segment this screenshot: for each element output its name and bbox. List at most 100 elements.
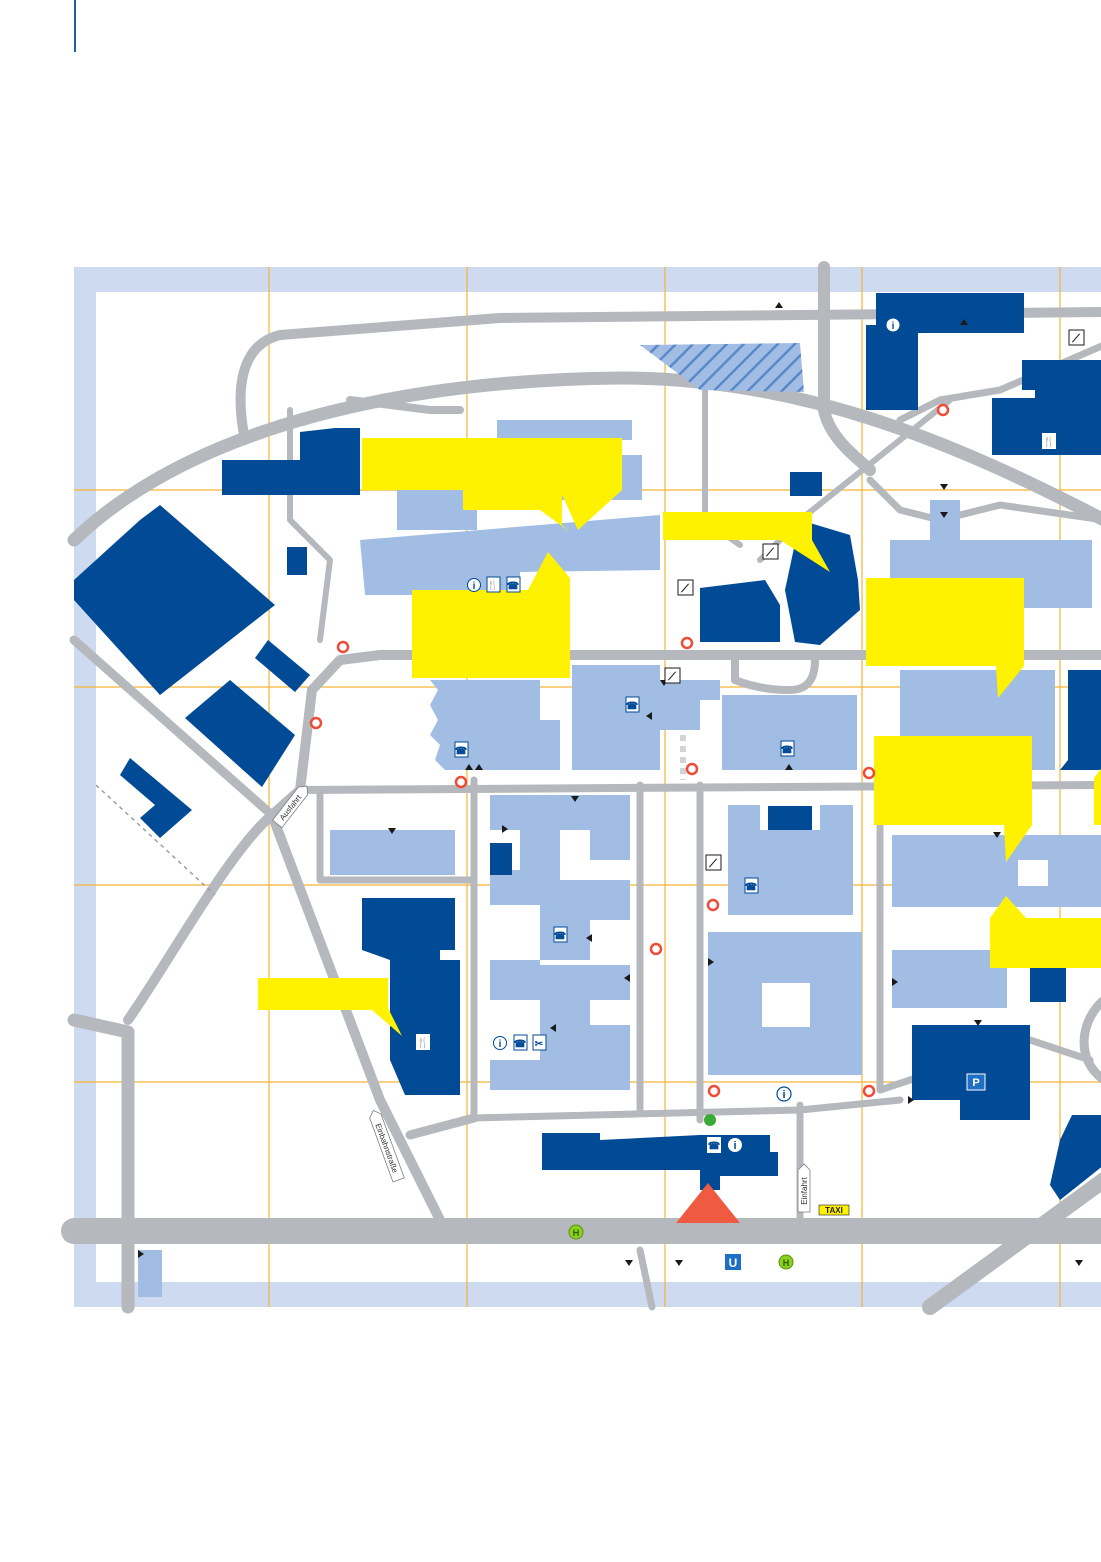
phone-icon: ☎ [506, 576, 521, 593]
svg-text:Einfahrt: Einfahrt [800, 1176, 809, 1204]
ring-marker [707, 1084, 721, 1098]
svg-text:TAXI: TAXI [825, 1206, 843, 1215]
arrow-down [940, 484, 948, 490]
arrow-right [708, 958, 714, 966]
building-dark [490, 843, 512, 875]
arrow-right [908, 1096, 914, 1104]
phone-icon: ☎ [744, 877, 759, 894]
ring-marker [649, 942, 663, 956]
svg-text:⟋: ⟋ [680, 583, 690, 595]
bus-stop-icon: H [778, 1254, 794, 1270]
svg-text:⟋: ⟋ [765, 547, 775, 559]
street-label-einfahrt: Einfahrt [797, 1163, 811, 1213]
emergency-markers [309, 403, 950, 1098]
callout-box [990, 896, 1101, 968]
dashed-footpath [95, 784, 216, 896]
building-dark [120, 758, 192, 838]
callouts [258, 438, 1101, 1036]
arrow-left [624, 974, 630, 982]
info-icon: i [886, 318, 900, 332]
building-dark [768, 806, 812, 830]
building-light [728, 805, 853, 915]
arrow-left [646, 712, 652, 720]
stairs-icon: ⟋ [664, 667, 681, 684]
page-margin-line [74, 0, 76, 52]
phone-icon: ☎ [454, 741, 469, 758]
stairs-icon: ⟋ [762, 543, 779, 560]
west-road [69, 635, 277, 820]
arrow-right [502, 825, 508, 833]
arrow-right [892, 978, 898, 986]
svg-text:⟋: ⟋ [708, 858, 718, 870]
callout-box [874, 736, 1032, 862]
courtyard [762, 983, 810, 1027]
ring-marker [309, 716, 323, 730]
arrow-down [571, 796, 579, 802]
building-light [360, 515, 660, 595]
ring-marker [680, 636, 694, 650]
info-icon: i [493, 1036, 507, 1050]
hairdresser-icon: ✂ [532, 1034, 547, 1051]
callout-box [463, 478, 570, 532]
callout-box [663, 512, 830, 572]
svg-text:i: i [892, 321, 895, 332]
courtyards [762, 860, 1048, 1027]
south-lane [405, 1113, 479, 1140]
svg-text:☎: ☎ [507, 581, 519, 592]
ring-marker [706, 898, 720, 912]
svg-text:⟋: ⟋ [667, 671, 677, 683]
bus-stop-icon: H [568, 1224, 584, 1240]
north-road [235, 307, 1101, 445]
building-dark [992, 360, 1101, 455]
svg-text:✂: ✂ [535, 1039, 544, 1050]
building-dark [1030, 968, 1066, 1002]
building-light [572, 665, 720, 770]
restaurant-icon: 🍴 [1042, 433, 1056, 449]
svg-text:☎: ☎ [745, 882, 757, 893]
arrow-up [785, 764, 793, 770]
building-light [722, 695, 857, 770]
callout-box [258, 978, 402, 1036]
callout-box [412, 552, 570, 678]
building-light [892, 950, 1007, 1008]
arrow-left [586, 934, 592, 942]
callout-box [866, 578, 1024, 698]
building-dark [255, 640, 310, 692]
arrow-down [993, 832, 1001, 838]
ring-marker [685, 762, 699, 776]
ring-marker [862, 766, 876, 780]
info-icon: i [728, 1138, 742, 1152]
callout-box [1094, 768, 1101, 825]
svg-text:i: i [782, 1089, 785, 1101]
building-dark [866, 293, 1024, 410]
ring-marker [862, 1084, 876, 1098]
arrow-up [960, 319, 968, 325]
svg-text:🍴: 🍴 [487, 579, 498, 591]
info-icon: i [776, 1086, 792, 1102]
building-dark [362, 898, 460, 1095]
svg-text:☎: ☎ [455, 746, 467, 757]
arrow-down [625, 1260, 633, 1266]
phone-icon: ☎ [513, 1034, 528, 1051]
building-dark [287, 547, 307, 575]
einbahnstrasse-road [267, 810, 445, 1225]
arrow-up [475, 764, 483, 770]
stairs-icon: ⟋ [705, 854, 722, 871]
southeast-curve [1079, 996, 1101, 1084]
arrow-down [675, 1260, 683, 1266]
building-dark [700, 580, 780, 642]
building-dark [912, 1025, 1030, 1120]
ring-marker [936, 403, 950, 417]
inner-lane-1 [470, 776, 904, 1122]
building-dark [74, 505, 275, 695]
building-light [892, 835, 1101, 907]
main-entrance-marker [676, 1183, 740, 1223]
info-icon: i [467, 578, 481, 592]
diagonal-street-left [67, 1013, 135, 1314]
arrow-up [940, 512, 948, 518]
inner-lane-6 [316, 786, 474, 884]
building-dark [790, 472, 822, 496]
phone-icon: ☎ [625, 696, 640, 713]
svg-text:U: U [729, 1256, 738, 1270]
